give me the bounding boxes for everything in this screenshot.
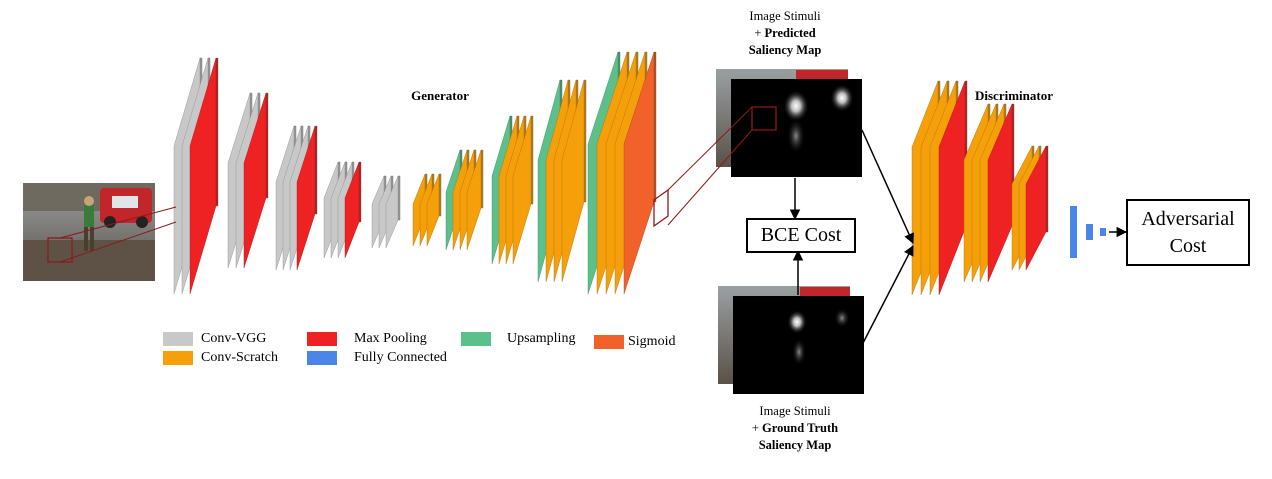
legend-conv-vgg: Conv-VGG: [163, 331, 266, 347]
gen-layer-sigmoid: [623, 51, 657, 295]
gen-layer-conv-scratch: [426, 173, 442, 247]
generator-title: Generator: [411, 88, 469, 103]
discriminator-network: [911, 80, 1106, 296]
disc-layer-max-pooling-side: [1045, 145, 1049, 233]
gen-layer-max-pooling-side: [215, 57, 219, 207]
gen-layer-conv-scratch-front: [512, 115, 532, 265]
output-projection-line: [667, 129, 753, 226]
predicted-caption-line1: Image Stimuli: [749, 9, 821, 23]
predicted-caption-line3: Saliency Map: [748, 43, 822, 57]
output-highlight-box: [653, 188, 669, 228]
output-projection-line: [667, 106, 753, 191]
legend-label: Max Pooling: [354, 331, 427, 346]
legend-swatch: [307, 351, 337, 365]
legend-label: Sigmoid: [628, 334, 676, 349]
gen-layer-conv-vgg-side: [397, 175, 401, 221]
disc-layer-max-pooling-front: [938, 80, 966, 296]
legend-conv-scratch: Conv-Scratch: [163, 350, 278, 366]
gen-layer-conv-vgg: [385, 175, 401, 249]
legend-swatch: [163, 332, 193, 346]
arrow-predicted-to-discriminator: [861, 129, 914, 244]
gen-layer-conv-scratch-front: [466, 149, 482, 251]
legend-max-pooling: Max Pooling: [307, 331, 427, 347]
gen-layer-conv-vgg-front: [385, 175, 399, 249]
disc-layer-max-pooling-front: [1025, 145, 1047, 271]
gen-layer-max-pooling-front: [189, 57, 217, 295]
legend-label: Conv-VGG: [201, 331, 267, 346]
legend-label: Upsampling: [507, 331, 576, 346]
gen-layer-max-pooling-side: [314, 125, 318, 215]
predicted-saliency-map: [716, 69, 862, 177]
gen-layer-conv-scratch-front: [561, 79, 585, 283]
legend-sigmoid: Sigmoid: [594, 334, 675, 350]
bce-cost-box: BCE Cost: [746, 218, 856, 253]
gen-layer-max-pooling-side: [265, 92, 269, 199]
ground-truth-caption: Image Stimuli + Ground Truth Saliency Ma…: [720, 403, 870, 454]
legend-fully-connected: Fully Connected: [307, 350, 447, 366]
discriminator-title: Discriminator: [975, 88, 1053, 103]
legend-swatch: [163, 351, 193, 365]
legend-label: Fully Connected: [354, 350, 447, 365]
disc-layer-max-pooling: [1025, 145, 1049, 271]
fully-connected-layer: [1086, 224, 1093, 240]
gen-layer-conv-scratch: [466, 149, 484, 251]
gen-layer-max-pooling: [344, 161, 362, 259]
ground-truth-caption-line2: + Ground Truth: [751, 421, 839, 435]
bce-cost-label: BCE Cost: [760, 224, 842, 246]
generator-network: [173, 51, 669, 295]
ground-truth-saliency-map: [718, 286, 864, 394]
disc-layer-max-pooling-front: [987, 103, 1013, 283]
gen-layer-max-pooling: [243, 92, 269, 269]
ground-truth-caption-line3: Saliency Map: [758, 438, 832, 452]
gen-layer-conv-scratch-side: [438, 173, 442, 217]
gen-layer-max-pooling-front: [296, 125, 316, 271]
legend-swatch: [307, 332, 337, 346]
arrow-gt-to-discriminator: [861, 245, 914, 346]
gen-layer-max-pooling: [189, 57, 219, 295]
gen-layer-max-pooling-front: [344, 161, 360, 259]
ground-truth-caption-line1: Image Stimuli: [759, 404, 831, 418]
legend-swatch: [594, 335, 624, 349]
gen-layer-conv-scratch-front: [426, 173, 440, 247]
gen-layer-conv-scratch-side: [583, 79, 587, 203]
adversarial-cost-line1: Adversarial: [1141, 208, 1235, 230]
input-projection-line: [59, 221, 177, 263]
predicted-caption: Image Stimuli + Predicted Saliency Map: [720, 8, 850, 59]
adversarial-cost-line2: Cost: [1169, 235, 1207, 257]
gen-layer-conv-scratch-side: [480, 149, 484, 209]
legend-upsampling: Upsampling: [461, 331, 575, 347]
gen-layer-sigmoid-front: [623, 51, 655, 295]
gen-layer-conv-scratch-side: [530, 115, 534, 205]
gen-layer-conv-scratch: [512, 115, 534, 265]
adversarial-cost-box: Adversarial Cost: [1126, 199, 1250, 266]
legend-swatch: [461, 332, 491, 346]
input-image: [23, 183, 155, 281]
input-projection-line: [59, 206, 177, 239]
fully-connected-layer: [1100, 228, 1106, 236]
legend-label: Conv-Scratch: [201, 350, 278, 365]
gen-layer-sigmoid-side: [653, 51, 657, 203]
fully-connected-layer: [1070, 206, 1077, 258]
gen-layer-conv-scratch: [561, 79, 587, 283]
gen-layer-max-pooling-side: [358, 161, 362, 223]
predicted-caption-line2: + Predicted: [754, 26, 816, 40]
gen-layer-max-pooling: [296, 125, 318, 271]
gen-layer-max-pooling-front: [243, 92, 267, 269]
